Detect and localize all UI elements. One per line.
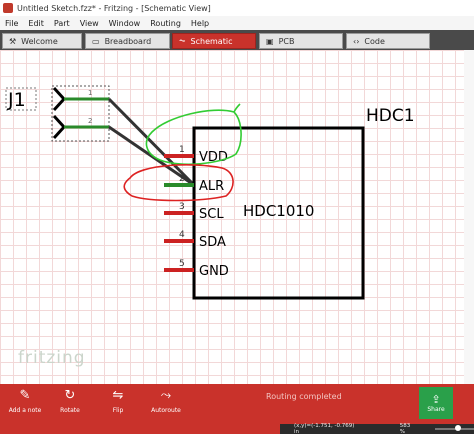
menu-routing[interactable]: Routing	[150, 18, 181, 28]
chip-ref-label: HDC1	[366, 106, 415, 126]
title-bar: Untitled Sketch.fzz* - Fritzing - [Schem…	[0, 0, 474, 17]
menu-file[interactable]: File	[5, 18, 19, 28]
routing-status: Routing completed	[266, 392, 342, 401]
note-icon: ✎	[19, 388, 31, 403]
vertical-scrollbar[interactable]	[464, 50, 474, 384]
j1-connector[interactable]: 1 2	[52, 86, 109, 140]
autoroute-button[interactable]: ⤳ Autoroute	[151, 388, 181, 414]
view-tab-bar: ⚒ Welcome ▭ Breadboard ⏦ Schematic ▣ PCB…	[0, 30, 474, 50]
schematic-drawing: J1 1 2 HDC1 HDC1010 1 2 3 4 5 VDD ALR S	[5, 85, 415, 300]
menu-window[interactable]: Window	[108, 18, 141, 28]
pin-5-number: 5	[179, 259, 185, 269]
menu-help[interactable]: Help	[190, 18, 210, 28]
menu-edit[interactable]: Edit	[28, 18, 44, 28]
schematic-canvas[interactable]: J1 1 2 HDC1 HDC1010 1 2 3 4 5 VDD ALR S	[0, 50, 474, 384]
j1-label-box	[5, 87, 37, 111]
pin-scl-label: SCL	[199, 207, 224, 222]
pin-gnd-label: GND	[199, 264, 229, 279]
tab-schematic[interactable]: ⏦ Schematic	[172, 33, 256, 49]
fritzing-watermark: fritzing	[18, 348, 86, 368]
zoom-level: 583 %	[399, 423, 411, 435]
tab-code[interactable]: ‹› Code	[346, 33, 430, 49]
wire-j1-2-to-alr[interactable]	[108, 125, 195, 187]
menu-view[interactable]: View	[79, 18, 99, 28]
tab-welcome[interactable]: ⚒ Welcome	[2, 33, 82, 49]
wire-j1-1-to-alr[interactable]	[107, 97, 196, 187]
tools-icon: ⚒	[9, 36, 17, 46]
share-button[interactable]: ⇪ Share	[419, 387, 453, 419]
pin-sda-label: SDA	[199, 235, 226, 250]
tab-pcb[interactable]: ▣ PCB	[259, 33, 343, 49]
code-icon: ‹›	[353, 36, 360, 46]
vdd-annotation-circle	[145, 103, 242, 166]
flip-button[interactable]: ⇋ Flip	[112, 388, 124, 414]
zoom-slider[interactable]	[434, 425, 474, 431]
chip-name-label: HDC1010	[243, 202, 314, 220]
j1-label[interactable]: J1	[7, 89, 26, 111]
menu-part[interactable]: Part	[53, 18, 70, 28]
pin-2-number: 2	[179, 174, 185, 184]
schematic-icon: ⏦	[179, 36, 186, 45]
j1-pin-2-num: 2	[88, 117, 92, 125]
autoroute-icon: ⤳	[160, 388, 172, 403]
j1-pin-1-num: 1	[88, 89, 92, 97]
fritzing-app-icon	[3, 3, 13, 13]
breadboard-icon: ▭	[92, 36, 100, 46]
pin-3-number: 3	[179, 202, 185, 212]
j1-connector-selection	[51, 85, 110, 142]
window-title: Untitled Sketch.fzz* - Fritzing - [Schem…	[17, 3, 211, 13]
alr-annotation-circle	[123, 164, 234, 202]
pin-4-number: 4	[179, 230, 185, 240]
coordinate-status-bar: (x,y)=(-1.751, -0.769) in 583 %	[280, 423, 474, 435]
pcb-icon: ▣	[266, 36, 274, 46]
share-icon: ⇪	[431, 393, 441, 406]
rotate-icon: ↻	[64, 388, 76, 403]
rotate-button[interactable]: ↻ Rotate	[60, 388, 80, 414]
add-note-button[interactable]: ✎ Add a note	[8, 388, 42, 414]
menu-bar: File Edit Part View Window Routing Help	[0, 16, 474, 30]
tab-breadboard[interactable]: ▭ Breadboard	[85, 33, 170, 49]
zoom-slider-handle[interactable]	[454, 425, 461, 431]
flip-icon: ⇋	[112, 388, 124, 403]
cursor-coordinates: (x,y)=(-1.751, -0.769) in	[294, 423, 355, 435]
pin-alr-label: ALR	[199, 179, 224, 194]
pin-1-number: 1	[179, 145, 185, 155]
